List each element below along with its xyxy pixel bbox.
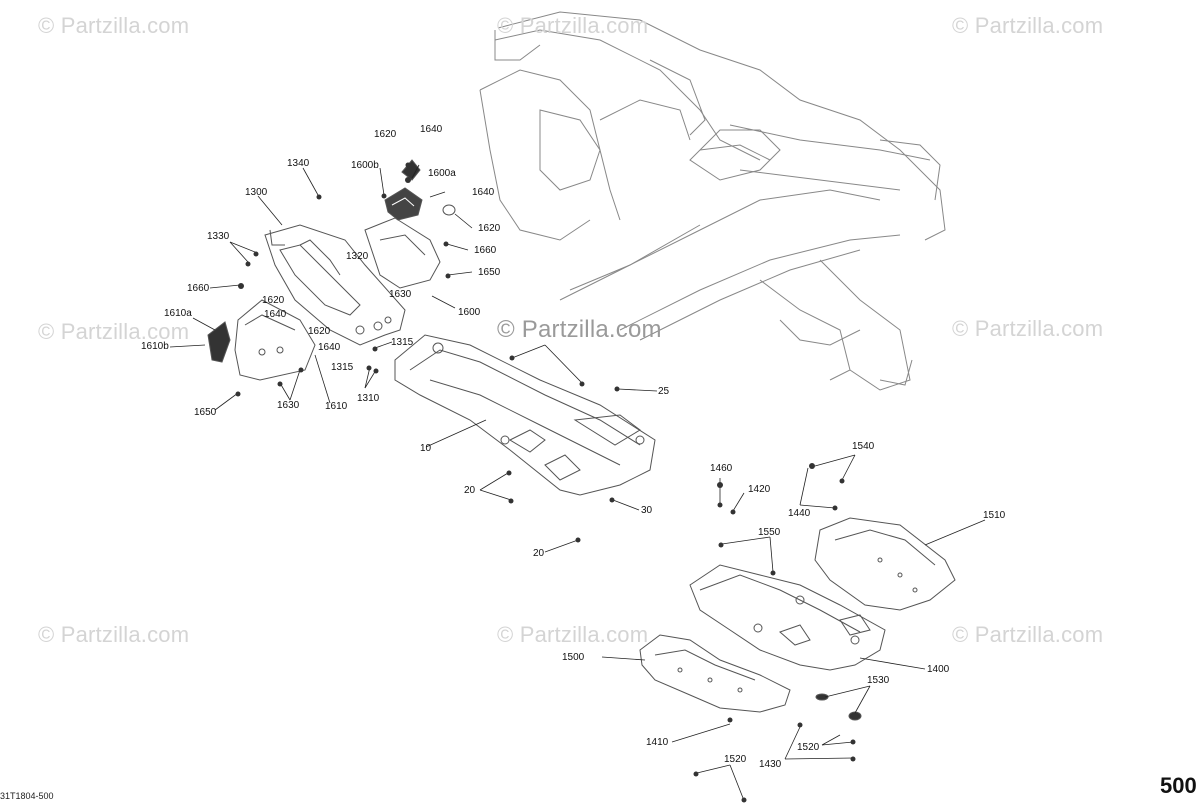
callout-1600b[interactable]: 1600b [351, 160, 379, 171]
callout-1630[interactable]: 1630 [277, 400, 300, 411]
callout-1610b[interactable]: 1610b [141, 341, 169, 352]
watermark-top-center: © Partzilla.com [497, 13, 649, 38]
callout-20[interactable]: 20 [533, 548, 545, 559]
watermark-bottom-center: © Partzilla.com [497, 622, 649, 647]
callout-1315[interactable]: 1315 [391, 337, 414, 348]
callout-1650[interactable]: 1650 [478, 267, 501, 278]
callout-1620[interactable]: 1620 [374, 129, 397, 140]
callout-25[interactable]: 25 [658, 386, 670, 397]
callout-1420[interactable]: 1420 [748, 484, 771, 495]
callout-1620[interactable]: 1620 [308, 326, 331, 337]
callout-1630[interactable]: 1630 [389, 289, 412, 300]
callout-1315[interactable]: 1315 [331, 362, 354, 373]
callout-1600a[interactable]: 1600a [428, 168, 456, 179]
callout-1660[interactable]: 1660 [474, 245, 497, 256]
callout-1600[interactable]: 1600 [458, 307, 481, 318]
callout-1620[interactable]: 1620 [478, 223, 501, 234]
watermark-top-right: © Partzilla.com [952, 13, 1104, 38]
rear-floor-plates [639, 517, 956, 721]
callout-10[interactable]: 10 [420, 443, 432, 454]
page-number: 500 [1160, 773, 1197, 798]
callout-1640[interactable]: 1640 [420, 124, 443, 135]
callout-1320[interactable]: 1320 [346, 251, 369, 262]
watermark-mid-right: © Partzilla.com [952, 316, 1104, 341]
watermark-bottom-right: © Partzilla.com [952, 622, 1104, 647]
callout-1640[interactable]: 1640 [264, 309, 287, 320]
callout-1340[interactable]: 1340 [287, 158, 310, 169]
callout-1530[interactable]: 1530 [867, 675, 890, 686]
callout-1660[interactable]: 1660 [187, 283, 210, 294]
callout-1430[interactable]: 1430 [759, 759, 782, 770]
leader-lines [169, 164, 986, 799]
callout-1410[interactable]: 1410 [646, 737, 669, 748]
diagram-reference-code: 31T1804-500 [0, 791, 54, 801]
callout-1620[interactable]: 1620 [262, 295, 285, 306]
callout-1440[interactable]: 1440 [788, 508, 811, 519]
central-skid-plate [394, 334, 656, 496]
callout-1550[interactable]: 1550 [758, 527, 781, 538]
callout-1520[interactable]: 1520 [797, 742, 820, 753]
watermark-center: © Partzilla.com [497, 316, 662, 343]
callout-20[interactable]: 20 [464, 485, 476, 496]
callout-30[interactable]: 30 [641, 505, 653, 516]
front-skid-plate-assembly [207, 159, 456, 381]
callout-1610[interactable]: 1610 [325, 401, 348, 412]
callout-1540[interactable]: 1540 [852, 441, 875, 452]
callout-1310[interactable]: 1310 [357, 393, 380, 404]
callout-1330[interactable]: 1330 [207, 231, 230, 242]
callout-1520[interactable]: 1520 [724, 754, 747, 765]
vehicle-frame [479, 11, 946, 391]
callout-1510[interactable]: 1510 [983, 510, 1006, 521]
watermark-mid-left: © Partzilla.com [38, 319, 190, 344]
callout-1640[interactable]: 1640 [318, 342, 341, 353]
callout-1610a[interactable]: 1610a [164, 308, 192, 319]
callout-1500[interactable]: 1500 [562, 652, 585, 663]
callout-1300[interactable]: 1300 [245, 187, 268, 198]
fasteners [235, 162, 856, 803]
callout-1650[interactable]: 1650 [194, 407, 217, 418]
watermark-bottom-left: © Partzilla.com [38, 622, 190, 647]
callout-1460[interactable]: 1460 [710, 463, 733, 474]
callout-1640[interactable]: 1640 [472, 187, 495, 198]
watermark-top-left: © Partzilla.com [38, 13, 190, 38]
callout-1400[interactable]: 1400 [927, 664, 950, 675]
